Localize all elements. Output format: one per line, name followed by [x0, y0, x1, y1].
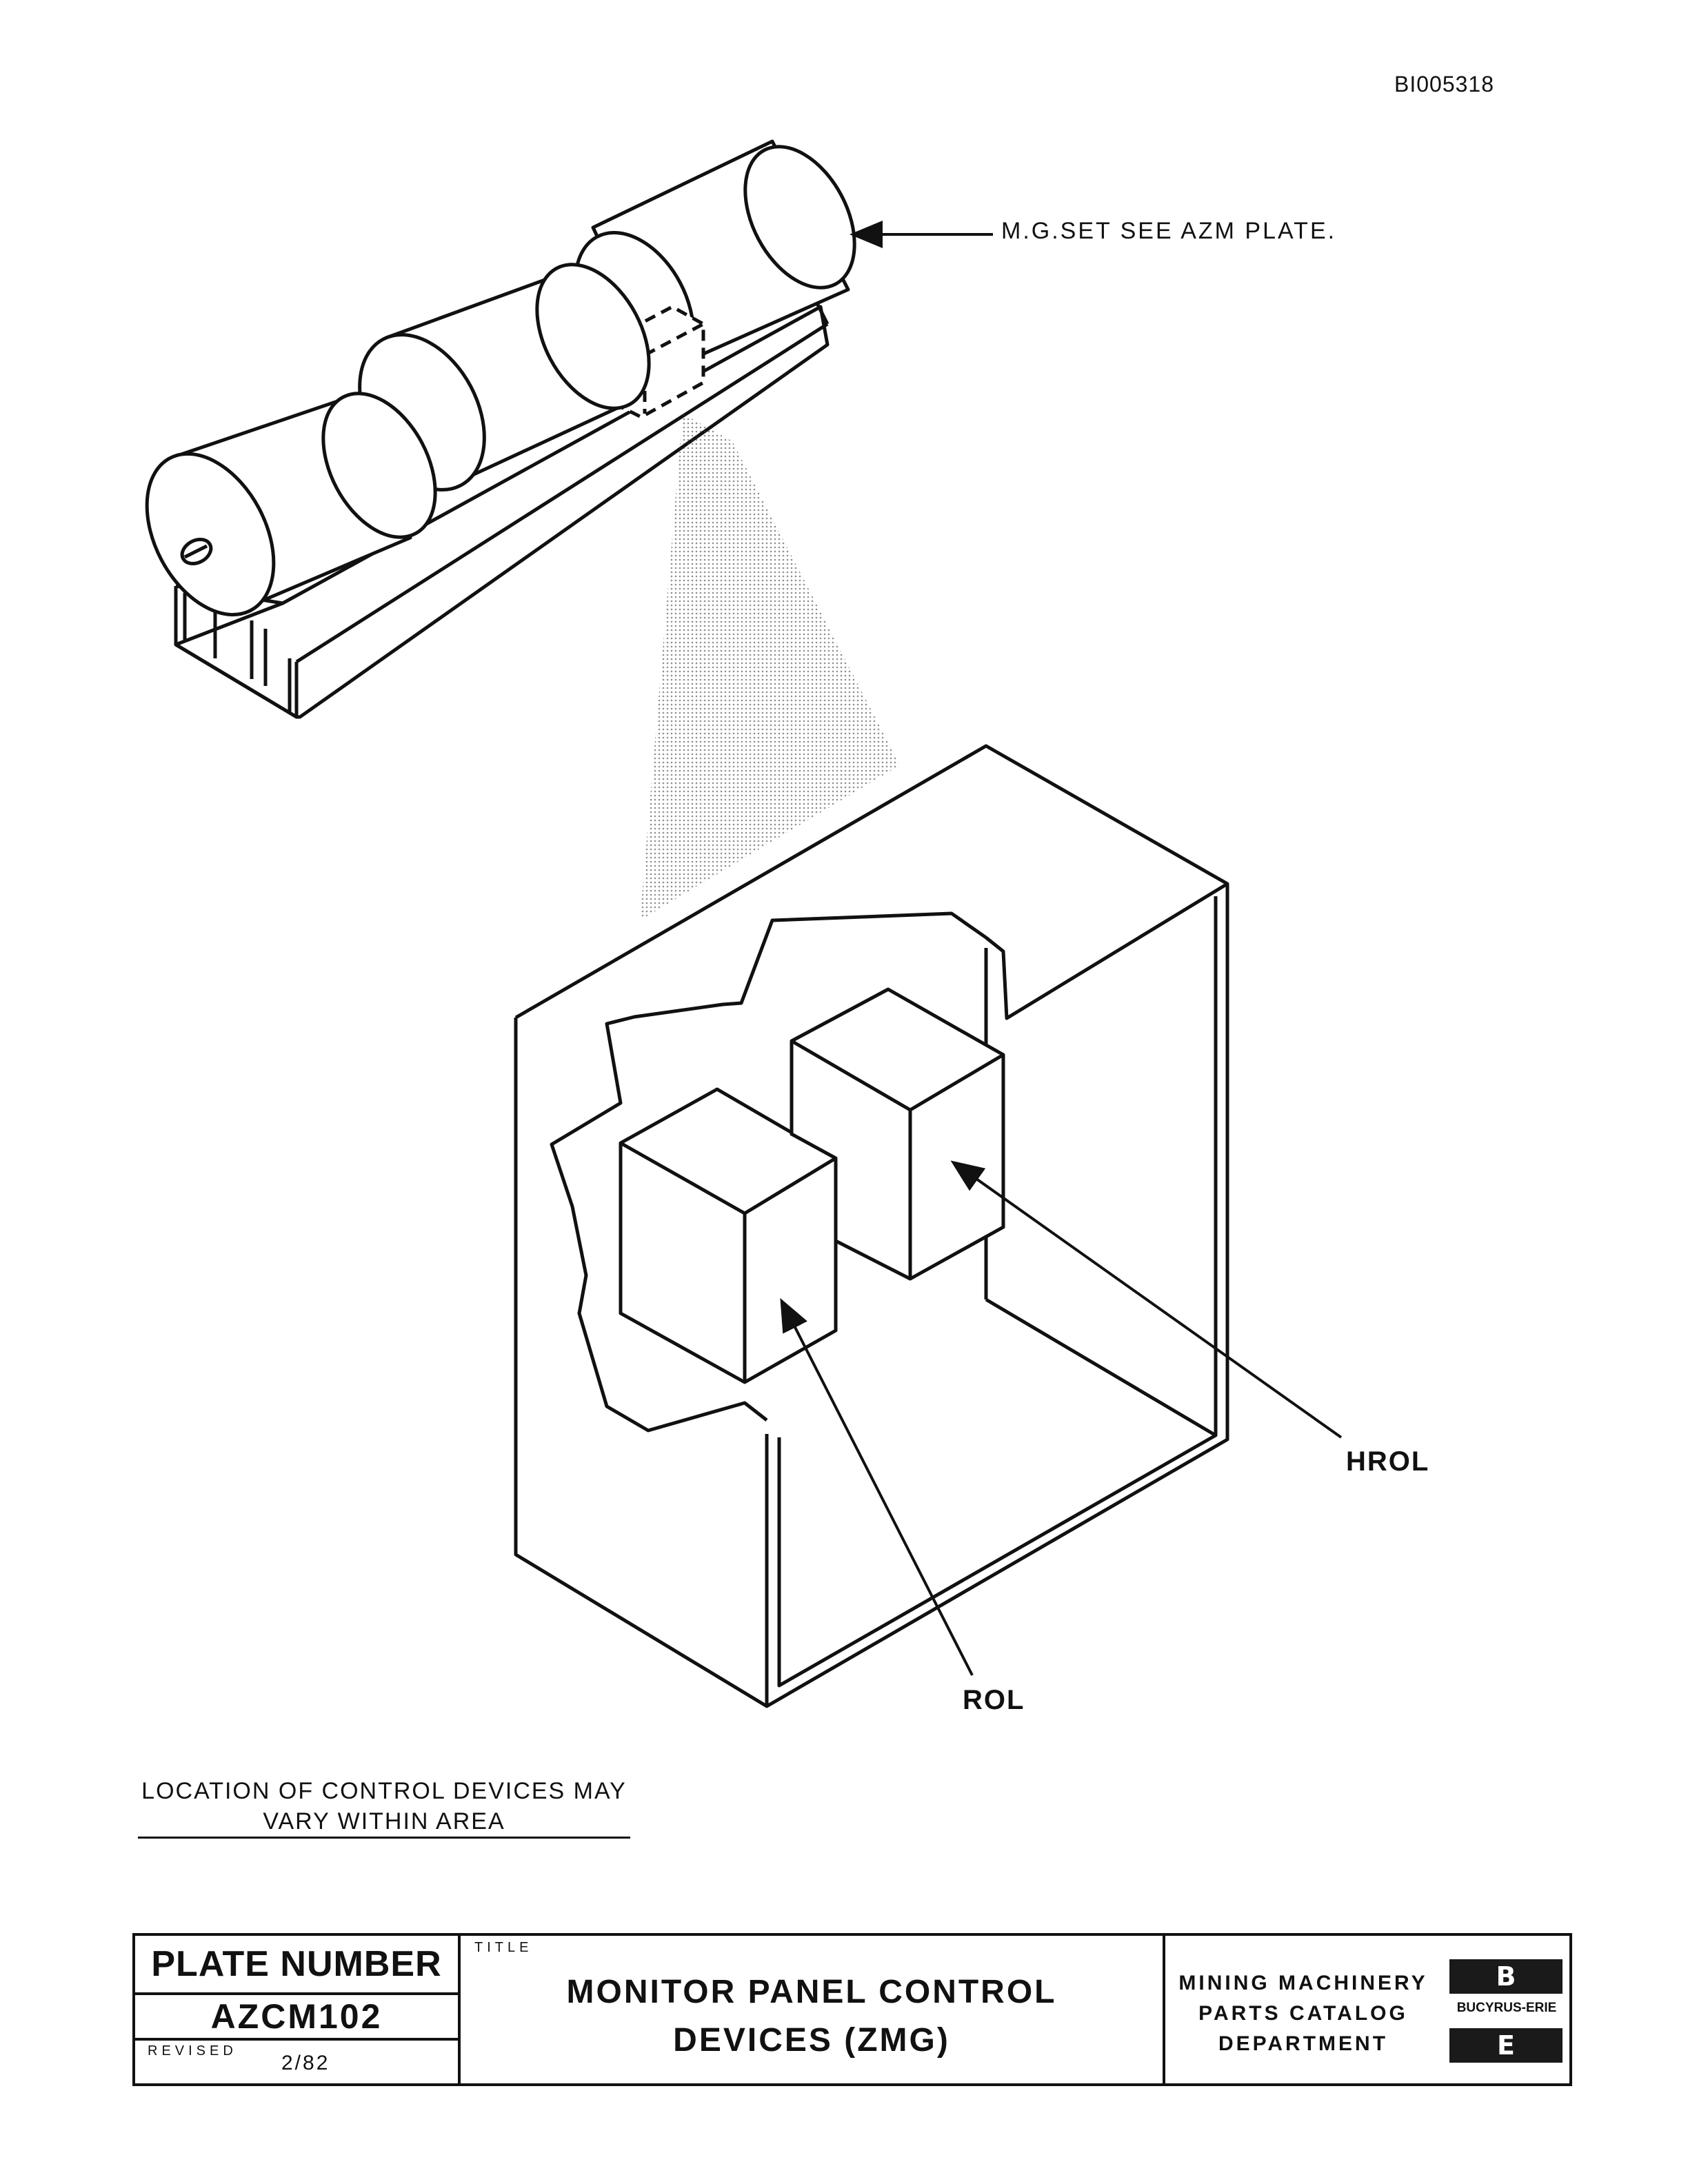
document-id: BI005318: [1394, 72, 1495, 97]
hrol-callout-label: HROL: [1346, 1446, 1430, 1477]
mg-drum: [145, 392, 437, 617]
rol-leader-line: [780, 1297, 974, 1676]
note-underline: [138, 1837, 630, 1839]
department-cell: MINING MACHINERY PARTS CATALOG DEPARTMEN…: [1165, 1936, 1569, 2083]
revised-label: REVISED: [148, 2043, 237, 2059]
logo-b-block: B: [1449, 1959, 1563, 1994]
plate-number-label: PLATE NUMBER: [135, 1936, 458, 1995]
logo-b-letter: B: [1496, 1961, 1516, 1992]
location-note-line-1: LOCATION OF CONTROL DEVICES MAY: [141, 1778, 627, 1804]
department-line-1: MINING MACHINERY: [1178, 1972, 1428, 1994]
logo-e-block: E: [1449, 2028, 1563, 2063]
plate-number-value: AZCM102: [135, 1995, 458, 2041]
bucyrus-erie-logo: B BUCYRUS-ERIE E: [1441, 1959, 1572, 2063]
title-cell: TITLE MONITOR PANEL CONTROL DEVICES (ZMG…: [461, 1936, 1165, 2083]
hrol-leader-line: [950, 1160, 1343, 1439]
location-note-line-2: VARY WITHIN AREA: [263, 1808, 505, 1834]
mg-set-illustration: [145, 139, 856, 719]
logo-company-name: BUCYRUS-ERIE: [1456, 2001, 1557, 2015]
title-line-2: DEVICES (ZMG): [673, 2022, 950, 2059]
logo-e-letter: E: [1497, 2030, 1515, 2061]
title-line-1: MONITOR PANEL CONTROL: [566, 1974, 1057, 2010]
location-note: LOCATION OF CONTROL DEVICES MAY VARY WIT…: [138, 1776, 630, 1837]
projection-shading: [640, 414, 900, 920]
plate-number-cell: PLATE NUMBER AZCM102 REVISED 2/82: [135, 1936, 461, 2083]
department-line-3: DEPARTMENT: [1218, 2032, 1389, 2055]
title-block: PLATE NUMBER AZCM102 REVISED 2/82 TITLE …: [132, 1933, 1572, 2086]
mg-set-callout-label: M.G.SET SEE AZM PLATE.: [1001, 218, 1337, 244]
panel-enclosure: [514, 744, 1229, 1708]
title-label: TITLE: [474, 1940, 533, 1955]
department-line-2: PARTS CATALOG: [1198, 2002, 1408, 2025]
revised-date: 2/82: [281, 2052, 330, 2074]
rol-callout-label: ROL: [963, 1685, 1025, 1715]
hrol-relay-box: [790, 987, 1005, 1281]
